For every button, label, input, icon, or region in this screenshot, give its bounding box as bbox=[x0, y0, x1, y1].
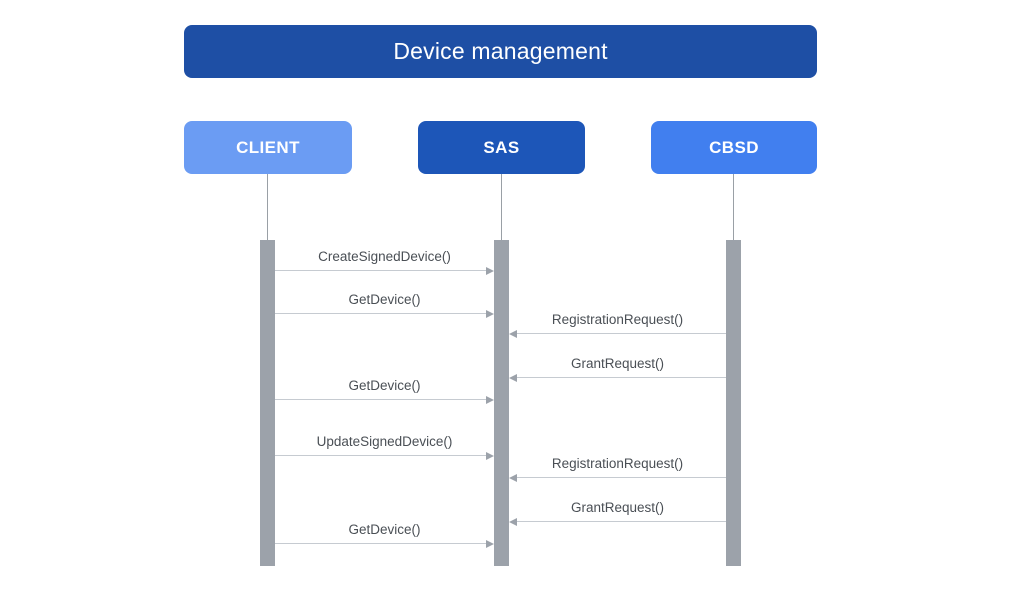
message-arrow: GrantRequest() bbox=[509, 490, 726, 526]
message-arrow: GetDevice() bbox=[275, 282, 494, 318]
message-label: CreateSignedDevice() bbox=[318, 249, 451, 264]
message-arrow: RegistrationRequest() bbox=[509, 446, 726, 482]
message-arrow: GetDevice() bbox=[275, 512, 494, 548]
actor-box-client: CLIENT bbox=[184, 121, 352, 174]
message-arrow: RegistrationRequest() bbox=[509, 302, 726, 338]
lifeline-cbsd bbox=[733, 174, 734, 240]
actor-box-cbsd: CBSD bbox=[651, 121, 817, 174]
arrowhead-icon bbox=[486, 309, 494, 318]
activation-bar-sas bbox=[494, 240, 509, 566]
message-line bbox=[275, 313, 487, 314]
arrowhead-icon bbox=[486, 266, 494, 275]
message-arrow: GrantRequest() bbox=[509, 346, 726, 382]
message-line bbox=[275, 270, 487, 271]
message-line bbox=[516, 333, 726, 334]
arrowhead-icon bbox=[509, 473, 517, 482]
message-label: GrantRequest() bbox=[570, 356, 665, 371]
arrowhead-icon bbox=[509, 373, 517, 382]
message-label: RegistrationRequest() bbox=[551, 312, 684, 327]
message-label: GetDevice() bbox=[348, 292, 421, 307]
message-line bbox=[516, 377, 726, 378]
message-arrow: GetDevice() bbox=[275, 368, 494, 404]
arrowhead-icon bbox=[486, 539, 494, 548]
message-arrow: CreateSignedDevice() bbox=[275, 239, 494, 275]
message-line bbox=[275, 399, 487, 400]
message-label: GetDevice() bbox=[348, 378, 421, 393]
actor-box-sas: SAS bbox=[418, 121, 585, 174]
message-label: RegistrationRequest() bbox=[551, 456, 684, 471]
activation-bar-client bbox=[260, 240, 275, 566]
arrowhead-icon bbox=[486, 451, 494, 460]
message-label: GetDevice() bbox=[348, 522, 421, 537]
message-label: GrantRequest() bbox=[570, 500, 665, 515]
message-line bbox=[275, 543, 487, 544]
message-line bbox=[275, 455, 487, 456]
message-line bbox=[516, 521, 726, 522]
message-line bbox=[516, 477, 726, 478]
message-arrow: UpdateSignedDevice() bbox=[275, 424, 494, 460]
lifeline-client bbox=[267, 174, 268, 240]
diagram-title: Device management bbox=[184, 25, 817, 78]
activation-bar-cbsd bbox=[726, 240, 741, 566]
lifeline-sas bbox=[501, 174, 502, 240]
arrowhead-icon bbox=[486, 395, 494, 404]
message-label: UpdateSignedDevice() bbox=[316, 434, 453, 449]
arrowhead-icon bbox=[509, 329, 517, 338]
arrowhead-icon bbox=[509, 517, 517, 526]
